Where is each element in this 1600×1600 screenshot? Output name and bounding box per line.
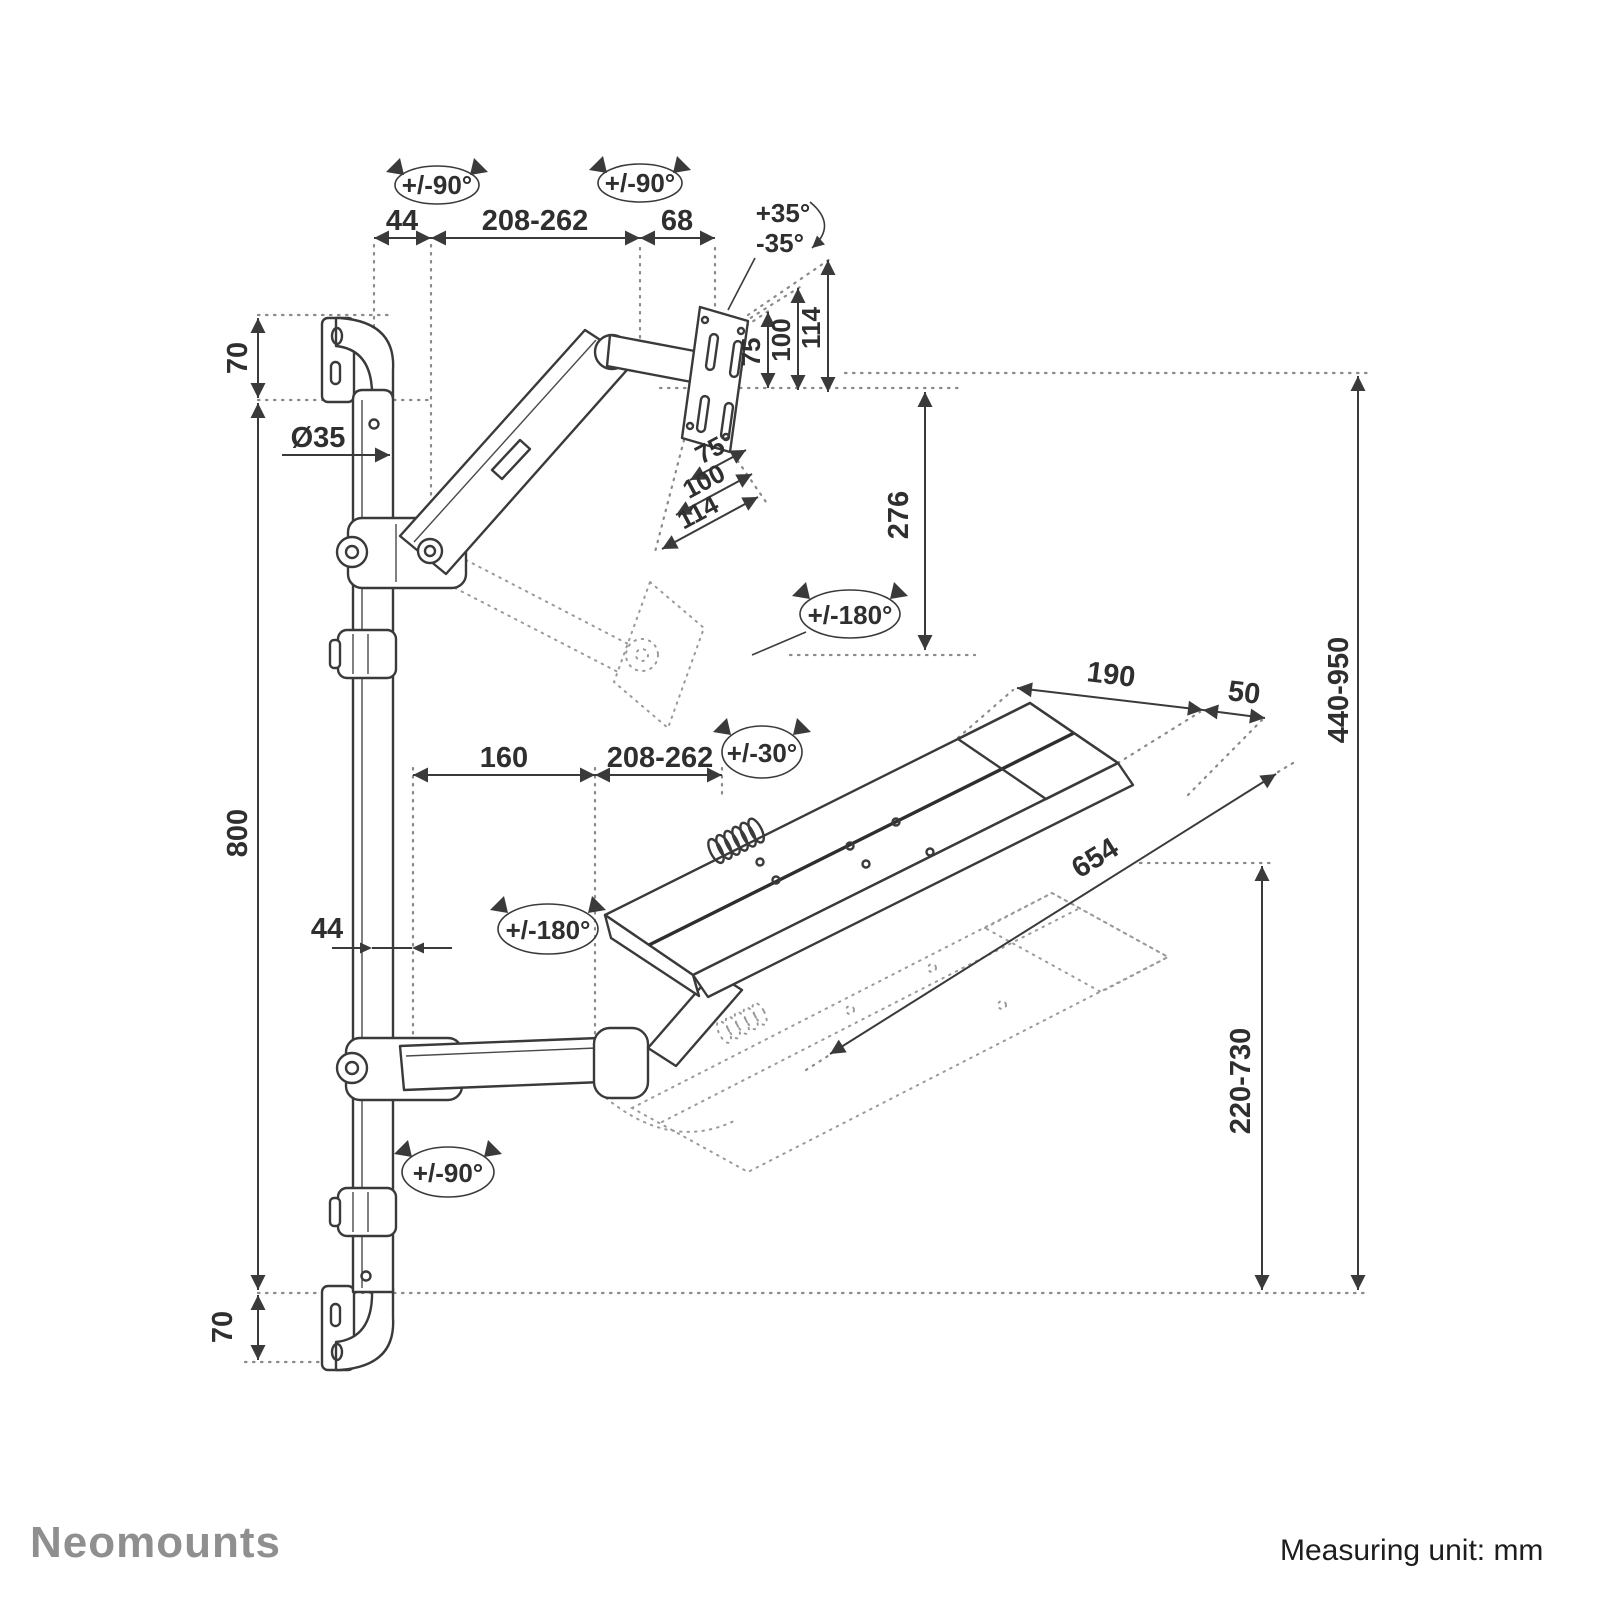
vesa-75-vertical-label: 75 [736, 338, 766, 367]
rotation-callout-90-lower: +/-90° [394, 1140, 502, 1198]
rotate-30-label: +/-30° [727, 738, 797, 768]
rotate-180-lower-label: +/-180° [506, 915, 591, 945]
dim-44-top-label: 44 [386, 205, 418, 237]
rotation-callout-top-left: +/-90° [386, 158, 488, 205]
dim-276-label: 276 [883, 491, 915, 539]
dimension-vesa-vertical: 75 100 114 [736, 260, 836, 392]
dia-35-label: Ø35 [291, 422, 346, 454]
keyboard-arm-elbow [592, 1026, 650, 1100]
rotation-callout-30: +/-30° [713, 718, 811, 779]
dim-70-bottom-label: 70 [207, 1311, 239, 1343]
rotation-callout-top-right: +/-90° [589, 156, 691, 203]
measuring-unit-note: Measuring unit: mm [1280, 1534, 1544, 1567]
rotation-callout-180-upper: +/-180° [751, 582, 908, 656]
rotation-callout-180-lower: +/-180° [490, 896, 606, 955]
cable-clip-upper [336, 628, 398, 680]
dim-160-label: 160 [480, 742, 528, 774]
vesa-114-diagonal-label: 114 [672, 489, 724, 535]
tilt-up-label: +35° [756, 198, 811, 228]
dim-220-730-label: 220-730 [1225, 1028, 1257, 1134]
dimension-left-column: 70 800 70 Ø35 [207, 318, 390, 1360]
dimension-top-row: 44 208-262 68 [374, 205, 715, 246]
ghost-monitor-arm-swung [454, 559, 706, 730]
dimension-44-lower: 44 [311, 913, 452, 954]
rotate-top-right-label: +/-90° [605, 168, 675, 198]
dim-208-262-top-label: 208-262 [482, 205, 588, 237]
vesa-114-vertical-label: 114 [796, 306, 826, 348]
lower-wall-bracket [320, 1284, 395, 1372]
dim-44-lower-label: 44 [311, 913, 343, 945]
dimension-tray-depth: 190 50 [1016, 656, 1266, 724]
dimension-right-column: 440-950 220-730 [1225, 376, 1366, 1290]
gas-spring-arm [398, 328, 711, 576]
tilt-callout: +35° -35° [727, 198, 826, 311]
upper-wall-bracket [320, 316, 395, 404]
dim-190-label: 190 [1085, 656, 1137, 694]
dim-800-label: 800 [222, 809, 254, 857]
vesa-plate [680, 305, 750, 454]
dim-68-label: 68 [661, 205, 693, 237]
cable-clip-lower [336, 1186, 398, 1238]
tilt-down-label: -35° [756, 228, 804, 258]
dim-70-top-label: 70 [222, 342, 254, 374]
dim-654-label: 654 [1066, 832, 1124, 885]
dimension-vesa-diagonal: 75 100 114 [661, 430, 759, 550]
dimension-276: 276 [883, 392, 933, 650]
rotate-top-left-label: +/-90° [402, 170, 472, 200]
neomounts-logo: Neomounts [30, 1518, 281, 1567]
vesa-100-vertical-label: 100 [766, 318, 796, 361]
reference-lines [243, 243, 1374, 1364]
rotate-180-upper-label: +/-180° [808, 600, 893, 630]
dim-50-label: 50 [1226, 675, 1262, 711]
dim-208-262-lower-label: 208-262 [607, 742, 713, 774]
rotate-90-lower-label: +/-90° [413, 1158, 483, 1188]
dimension-tray-row: 160 208-262 [413, 742, 722, 783]
dim-440-950-label: 440-950 [1323, 637, 1355, 743]
tray-tilt-spring [707, 817, 765, 865]
